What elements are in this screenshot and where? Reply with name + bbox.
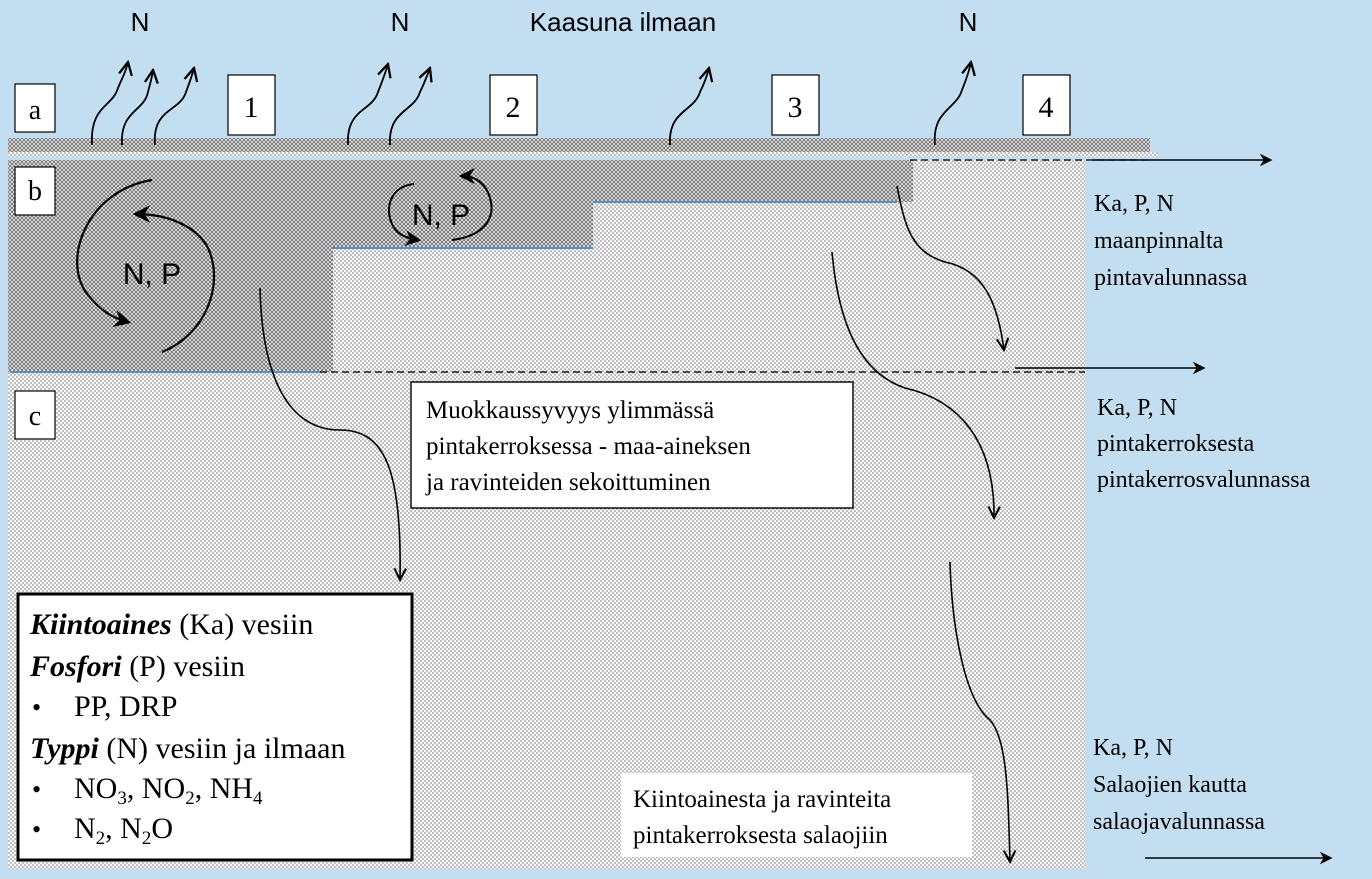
gas-label-title: Kaasuna ilmaan bbox=[530, 7, 716, 37]
subsurface-runoff-line-2: pintakerroksesta bbox=[1097, 431, 1255, 457]
zone-label-4: 4 bbox=[1022, 74, 1071, 136]
legend-phosphorus-rest: (P) vesiin bbox=[122, 650, 245, 683]
drain-arrow bbox=[949, 561, 1010, 862]
gas-arrow bbox=[669, 68, 709, 146]
n-form-sub: 2 bbox=[96, 828, 106, 849]
zone-label-3: 3 bbox=[771, 74, 820, 136]
gas-arrow bbox=[91, 62, 128, 146]
n-form-text: , NO bbox=[127, 772, 185, 805]
legend-n-forms-b: N2, N2O bbox=[74, 812, 173, 849]
zone-label-2-text: 2 bbox=[506, 91, 521, 124]
layer-label-b-text: b bbox=[28, 176, 42, 207]
cycle-arrow-right bbox=[132, 205, 216, 354]
drain-runoff-line-2: Salaojien kautta bbox=[1093, 772, 1247, 798]
drain-runoff-label: Ka, P, N Salaojien kautta salaojavalunna… bbox=[1093, 735, 1265, 835]
gas-arrow bbox=[347, 64, 388, 146]
zone-label-3-text: 3 bbox=[788, 91, 803, 124]
n-form-text: , N bbox=[105, 812, 142, 845]
gas-arrow bbox=[121, 70, 153, 146]
drain-runoff-line-3: salaojavalunnassa bbox=[1093, 809, 1265, 835]
layer-label-a-text: a bbox=[29, 95, 42, 126]
zone-label-2: 2 bbox=[489, 74, 538, 136]
zone-label-1: 1 bbox=[227, 74, 276, 136]
legend-phosphorus: Fosfori (P) vesiin bbox=[29, 650, 245, 683]
legend-box: Kiintoaines (Ka) vesiin Fosfori (P) vesi… bbox=[16, 592, 414, 862]
nutrient-cycle-zone1 bbox=[76, 178, 216, 354]
legend-nitrogen-bold: Typpi bbox=[30, 732, 100, 765]
zone-label-1-text: 1 bbox=[244, 91, 259, 124]
n-form-sub: 2 bbox=[142, 828, 152, 849]
layer-label-c-text: c bbox=[29, 401, 41, 432]
nutrient-cycle-zone2 bbox=[387, 168, 493, 247]
gas-emission-arrows bbox=[91, 62, 971, 146]
legend-solids-rest: (Ka) vesiin bbox=[172, 608, 314, 641]
legend-nitrogen-rest: (N) vesiin ja ilmaan bbox=[99, 732, 346, 765]
legend-p-forms: PP, DRP bbox=[74, 690, 177, 723]
n-form-sub: 2 bbox=[185, 788, 195, 809]
subsurface-runoff-line-1: Ka, P, N bbox=[1097, 395, 1177, 421]
legend-solids: Kiintoaines (Ka) vesiin bbox=[29, 608, 313, 641]
cycle-arrow-left bbox=[76, 178, 153, 328]
leaching-arrows bbox=[259, 185, 1010, 862]
n-form-text: NO bbox=[74, 772, 117, 805]
surface-runoff-line-1: Ka, P, N bbox=[1094, 191, 1174, 217]
tillage-zone-3 bbox=[593, 160, 913, 202]
legend-solids-bold: Kiintoaines bbox=[29, 608, 172, 641]
cycle-arrow-right bbox=[451, 168, 493, 241]
gas-arrow bbox=[934, 62, 971, 146]
surface-runoff-label: Ka, P, N maanpinnalta pintavalunnassa bbox=[1094, 191, 1248, 291]
legend-phosphorus-bold: Fosfori bbox=[29, 650, 122, 683]
cycle-label-zone2: N, P bbox=[412, 199, 470, 232]
subsurface-runoff-label: Ka, P, N pintakerroksesta pintakerrosval… bbox=[1097, 395, 1311, 493]
legend-bullet-3: • bbox=[32, 815, 41, 844]
leaching-arrow-zone4 bbox=[896, 185, 1004, 350]
cycle-label-zone1: N, P bbox=[123, 258, 181, 291]
surface-layer-a bbox=[8, 138, 1150, 154]
layer-label-a: a bbox=[14, 83, 56, 133]
gas-label-n2: N bbox=[391, 7, 410, 37]
tillage-note-box: Muokkaussyvyys ylimmässä pintakerroksess… bbox=[410, 381, 854, 509]
gas-label-n4: N bbox=[959, 7, 978, 37]
surface-runoff-line-3: pintavalunnassa bbox=[1094, 265, 1248, 291]
surface-runoff-line-2: maanpinnalta bbox=[1094, 228, 1224, 254]
leaching-arrow-zone3 bbox=[831, 251, 994, 518]
n-form-text: , NH bbox=[195, 772, 253, 805]
layer-label-c: c bbox=[14, 390, 56, 440]
tillage-zone-1 bbox=[8, 160, 333, 372]
surface-layer-a-strip bbox=[8, 152, 1158, 157]
legend-bullet-2: • bbox=[32, 775, 41, 804]
drain-note-box: Kiintoainesta ja ravinteita pintakerroks… bbox=[621, 773, 972, 857]
n-form-text: N bbox=[74, 812, 96, 845]
gas-arrow bbox=[389, 68, 430, 146]
drain-note-line-1: Kiintoainesta ja ravinteita bbox=[633, 786, 891, 813]
gas-label-n1: N bbox=[131, 7, 150, 37]
n-form-text: O bbox=[151, 812, 173, 845]
tillage-note-line-1: Muokkaussyvyys ylimmässä bbox=[426, 397, 714, 424]
tillage-note-line-3: ja ravinteiden sekoittuminen bbox=[425, 469, 711, 496]
tillage-note-line-2: pintakerroksessa - maa-aineksen bbox=[426, 433, 751, 460]
cycle-arrow-left bbox=[387, 183, 422, 247]
zone-label-4-text: 4 bbox=[1039, 91, 1054, 124]
n-form-sub: 3 bbox=[117, 788, 127, 809]
layer-label-b: b bbox=[14, 166, 56, 216]
gas-arrow bbox=[154, 68, 194, 146]
drain-runoff-line-1: Ka, P, N bbox=[1093, 735, 1173, 761]
subsurface-runoff-line-3: pintakerrosvalunnassa bbox=[1097, 467, 1311, 493]
legend-n-forms-a: NO3, NO2, NH4 bbox=[74, 772, 263, 809]
legend-nitrogen: Typpi (N) vesiin ja ilmaan bbox=[30, 732, 345, 765]
drain-note-line-2: pintakerroksesta salaojiin bbox=[633, 822, 888, 849]
n-form-sub: 4 bbox=[253, 788, 263, 809]
legend-bullet-1: • bbox=[32, 693, 41, 722]
leaching-arrow-zone1 bbox=[259, 287, 400, 580]
